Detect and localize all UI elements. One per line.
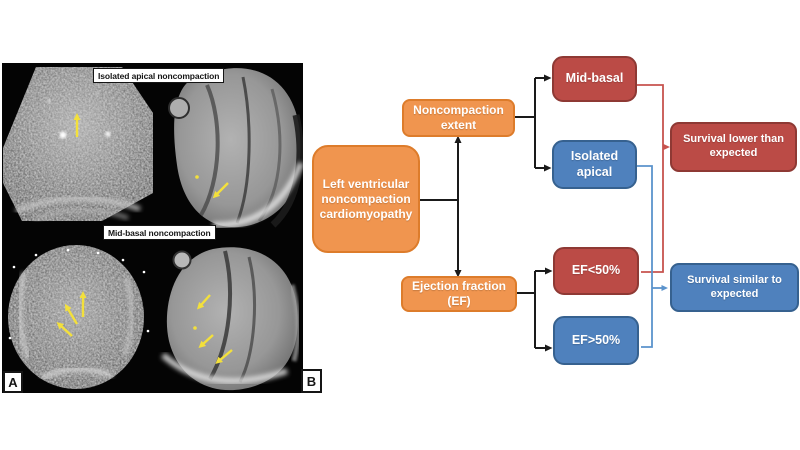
node-noncompaction-extent: Noncompaction extent — [402, 99, 515, 137]
node-isolated-apical: Isolated apical — [552, 140, 637, 189]
node-ejection-fraction: Ejection fraction (EF) — [401, 276, 517, 312]
red-connectors — [637, 84, 670, 273]
medical-image-panels — [2, 63, 303, 393]
annotation-arrow-icon — [196, 294, 233, 364]
image-caption-mid-basal: Mid-basal noncompaction — [103, 225, 216, 240]
node-survival-similar: Survival similar to expected — [670, 263, 799, 312]
annotation-arrow-icon — [212, 182, 229, 199]
echo-mid-basal-panel — [8, 245, 150, 389]
mri-isolated-apical-panel — [168, 68, 303, 228]
node-mid-basal: Mid-basal — [552, 56, 637, 102]
echo-isolated-apical-panel — [3, 67, 153, 222]
node-ef-below-50: EF<50% — [553, 247, 639, 295]
annotation-arrow-icon — [56, 291, 87, 337]
blue-connectors — [637, 165, 668, 348]
mri-mid-basal-panel — [161, 247, 301, 391]
image-caption-isolated-apical: Isolated apical noncompaction — [93, 68, 225, 83]
node-root: Left ventricular noncompaction cardiomyo… — [312, 145, 420, 253]
panel-letter-b: B — [301, 369, 322, 393]
node-survival-lower: Survival lower than expected — [670, 122, 797, 172]
panel-letter-a: A — [3, 371, 23, 393]
node-ef-above-50: EF>50% — [553, 316, 639, 365]
